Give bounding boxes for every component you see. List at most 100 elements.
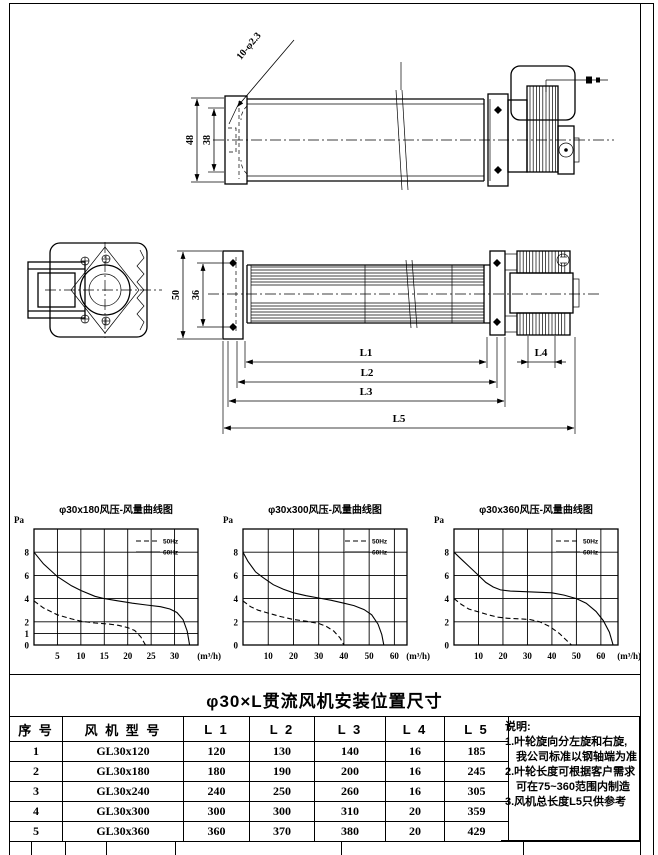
chart-title: φ30x300风压-风量曲线图 [268, 503, 382, 516]
table-cell: 245 [444, 761, 509, 782]
svg-text:30: 30 [170, 651, 180, 661]
motor-ribs [529, 86, 556, 172]
note-line: 我公司标准以钢轴端为准 [516, 751, 637, 763]
y-axis-unit: Pa [434, 515, 444, 525]
legend-label: 60Hz [372, 550, 388, 557]
notes-lines: 1.叶轮旋向分左旋和右旋, 我公司标准以钢轴端为准 2.叶轮长度可根据客户需求可在7… [505, 735, 637, 810]
table-cell: 16 [385, 741, 445, 762]
series-50Hz [33, 600, 146, 646]
impeller-blades [251, 266, 484, 322]
x-axis-unit: (m³/h) [617, 651, 641, 661]
svg-text:60: 60 [390, 651, 400, 661]
note-line: 2.叶轮长度可根据客户需求 [505, 766, 636, 778]
titleblock-divider [65, 841, 66, 855]
table-cell: 300 [249, 801, 315, 822]
plate-hole-mark [494, 166, 502, 174]
dim-L4: L4 [535, 347, 548, 359]
column-header: L 5 [444, 716, 509, 742]
edge-serration [136, 249, 145, 331]
chart-title: φ30x360风压-风量曲线图 [479, 503, 593, 516]
table-cell: 310 [314, 801, 386, 822]
series-50Hz [453, 598, 572, 646]
svg-text:40: 40 [339, 651, 349, 661]
plate-hole-mark [494, 106, 502, 114]
svg-text:4: 4 [25, 594, 30, 604]
end-view [27, 242, 162, 338]
note-line: 可在75~360范围内制造 [516, 781, 631, 793]
svg-text:4: 4 [234, 594, 239, 604]
svg-text:2: 2 [234, 617, 239, 627]
legend-label: 50Hz [163, 539, 179, 546]
y-axis-unit: Pa [223, 515, 233, 525]
table-cell: GL30x360 [62, 821, 184, 842]
svg-text:5: 5 [55, 651, 60, 661]
table-cell: 359 [444, 801, 509, 822]
legend-label: 50Hz [372, 539, 388, 546]
titleblock-divider [523, 841, 524, 855]
svg-text:8: 8 [25, 548, 30, 558]
svg-text:20: 20 [289, 651, 299, 661]
titleblock-top-line [9, 841, 640, 842]
svg-text:50: 50 [572, 651, 582, 661]
svg-text:15: 15 [100, 651, 110, 661]
table-cell: 140 [314, 741, 386, 762]
dim-L2: L2 [361, 367, 374, 379]
table-cell: GL30x180 [62, 761, 184, 782]
titleblock-divider [341, 841, 342, 855]
svg-text:0: 0 [25, 641, 30, 651]
table-cell: 20 [385, 801, 445, 822]
svg-text:6: 6 [445, 571, 450, 581]
table-title: φ30×L贯流风机安装位置尺寸 [206, 692, 443, 711]
table-cell: GL30x120 [62, 741, 184, 762]
table-cell: 260 [314, 781, 386, 802]
svg-text:20: 20 [123, 651, 133, 661]
column-header: L 1 [183, 716, 250, 742]
table-cell: 20 [385, 821, 445, 842]
table-cell: 240 [183, 781, 250, 802]
table-cell: 360 [183, 821, 250, 842]
table-cell: 300 [183, 801, 250, 822]
note-line: 1.叶轮旋向分左旋和右旋, [505, 736, 628, 748]
titleblock-divider [106, 841, 107, 855]
series-60Hz [453, 551, 614, 646]
svg-text:30: 30 [523, 651, 533, 661]
table-cell: 120 [183, 741, 250, 762]
titleblock-divider [31, 841, 32, 855]
table-cell: 2 [9, 761, 63, 782]
table-cell: 5 [9, 821, 63, 842]
x-axis-unit: (m³/h) [406, 651, 430, 661]
y-axis-unit: Pa [14, 515, 24, 525]
charts-table-separator [9, 674, 640, 675]
svg-text:25: 25 [147, 651, 157, 661]
dim-L5: L5 [393, 413, 406, 425]
svg-text:10: 10 [474, 651, 484, 661]
column-header: 序 号 [9, 716, 63, 742]
dim-50: 50 [171, 290, 182, 300]
frame-right-outer [653, 3, 654, 855]
svg-text:60: 60 [596, 651, 606, 661]
frame-top [9, 3, 653, 4]
table-cell: 130 [249, 741, 315, 762]
dim-L3: L3 [360, 386, 373, 398]
column-header: L 2 [249, 716, 315, 742]
svg-text:4: 4 [445, 594, 450, 604]
table-cell: 429 [444, 821, 509, 842]
svg-text:0: 0 [445, 641, 450, 651]
column-header: L 4 [385, 716, 445, 742]
frame-right-inner [640, 3, 641, 855]
table-cell: GL30x240 [62, 781, 184, 802]
table-cell: 180 [183, 761, 250, 782]
fan-technical-drawing: 10-φ2.3 48 38 [27, 31, 614, 434]
svg-text:6: 6 [234, 571, 239, 581]
legend-label: 60Hz [583, 550, 599, 557]
titleblock-divider [175, 841, 176, 855]
legend-label: 50Hz [583, 539, 599, 546]
